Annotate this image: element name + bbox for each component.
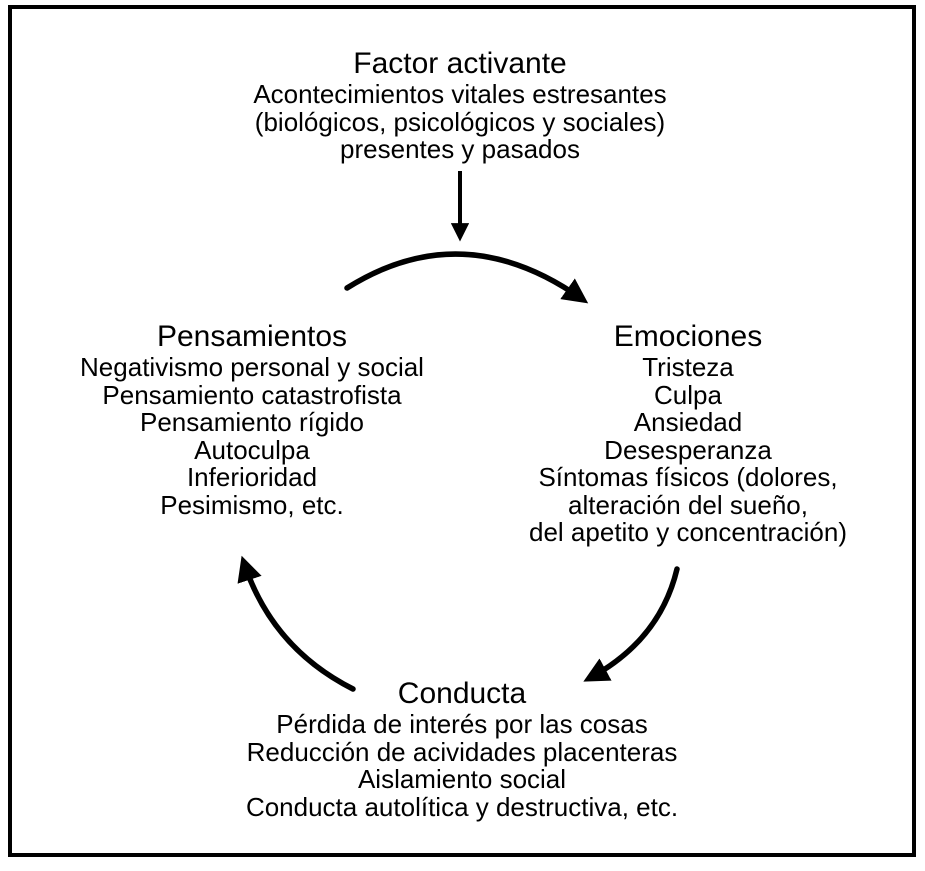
diagram-border [8,5,916,857]
node-conducta-line: Reducción de acividades placenteras [246,736,678,767]
node-emociones-title: Emociones [613,320,763,353]
node-factor-activante: Factor activante Acontecimientos vitales… [110,47,810,164]
node-emociones-line: Culpa [654,379,722,410]
node-emociones-line: alteración del sueño, [568,489,808,520]
node-emociones-line: Tristeza [642,352,734,382]
node-factor-title: Factor activante [353,47,567,80]
arrow-curved-down-left-icon [583,566,680,682]
arrow-curved-right-icon [344,251,589,304]
node-pensamientos-line: Autoculpa [194,434,310,465]
node-factor-line: (biológicos, psicológicos y sociales) [254,106,666,137]
node-conducta-line: Pérdida de interés por las cosas [276,709,648,739]
node-pensamientos: Pensamientos Negativismo personal y soci… [32,320,472,519]
node-emociones-line: Síntomas físicos (dolores, [538,462,838,492]
node-conducta: Conducta Pérdida de interés por las cosa… [112,677,812,821]
node-factor-line: Acontecimientos vitales estresantes [253,79,667,109]
node-pensamientos-line: Pensamiento rígido [139,407,365,437]
node-conducta-title: Conducta [397,677,527,710]
node-conducta-line: Aislamiento social [357,764,567,794]
node-pensamientos-title: Pensamientos [156,320,348,353]
node-pensamientos-line: Negativismo personal y social [80,352,424,382]
node-emociones-line: Desesperanza [604,434,772,465]
node-emociones: Emociones Tristeza Culpa Ansiedad Desesp… [468,320,908,547]
node-pensamientos-line: Pensamiento catastrofista [102,379,402,410]
node-emociones-line: Ansiedad [633,407,743,437]
node-emociones-line: del apetito y concentración) [529,517,847,547]
arrow-curved-up-left-icon [237,555,356,692]
node-conducta-line: Conducta autolítica y destructiva, etc. [245,791,679,822]
node-pensamientos-line: Pesimismo, etc. [160,489,344,520]
node-pensamientos-line: Inferioridad [186,462,318,492]
node-factor-line: presentes y pasados [340,134,580,164]
